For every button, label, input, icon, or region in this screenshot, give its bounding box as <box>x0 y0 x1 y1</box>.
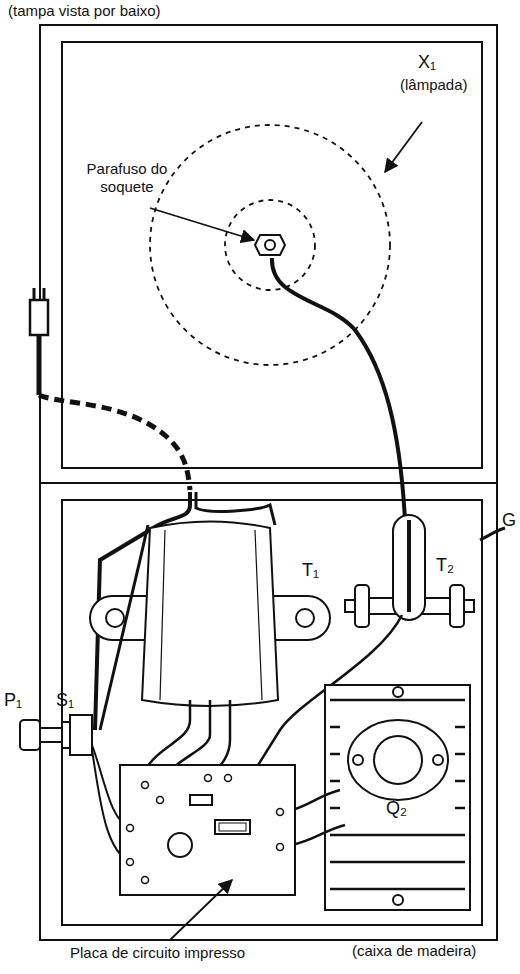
part-name: S₁ <box>56 690 74 712</box>
part-name: (lâmpada) <box>400 76 468 94</box>
pcb-hole <box>142 877 149 884</box>
part-name: P₁ <box>4 690 22 712</box>
transformer-body <box>142 522 278 707</box>
box-outer <box>40 483 497 940</box>
pcb-hole <box>277 809 284 816</box>
switch-s1 <box>70 715 92 755</box>
part-name: Parafuso do soquete <box>72 160 182 196</box>
transistor-q2 <box>348 720 448 800</box>
pcb-hole <box>157 797 164 804</box>
knob-p1 <box>20 720 40 750</box>
g-wire <box>480 528 505 540</box>
lamp-wire <box>272 258 408 605</box>
cord-wire <box>196 492 275 525</box>
socket-screw <box>255 235 285 255</box>
power-cord-hidden <box>39 395 190 490</box>
part-name: T₁ <box>302 560 319 582</box>
t2-coil <box>393 515 425 620</box>
leader-arrow <box>385 122 422 172</box>
pcb-hole <box>225 775 232 782</box>
heatsink <box>325 685 470 910</box>
pcb-hole <box>205 775 212 782</box>
heatsink-fin <box>330 834 465 837</box>
part-name: T₂ <box>436 555 454 577</box>
part-name: X₁ <box>418 52 436 74</box>
header-note: (tampa vista por baixo) <box>8 2 161 20</box>
leader-arrow <box>170 880 232 940</box>
t2-post <box>450 585 464 627</box>
lid-inner <box>62 42 482 468</box>
part-name: G <box>502 510 516 532</box>
heatsink-fin <box>330 888 465 891</box>
pcb-hole <box>127 859 134 866</box>
lid-outer <box>40 25 497 483</box>
part-name: Placa de circuito impresso <box>70 944 245 962</box>
footer-note: (caixa de madeira) <box>352 942 476 960</box>
pcb-hole <box>127 825 134 832</box>
t2-post <box>355 585 369 627</box>
socket-screw-hole <box>265 240 275 250</box>
heatsink-fin <box>330 861 465 864</box>
pcb-hole <box>277 844 284 851</box>
plug <box>30 300 48 335</box>
part-name: Q₂ <box>386 798 407 820</box>
pcb-hole <box>142 782 149 789</box>
socket-outline <box>225 200 315 290</box>
box-inner <box>62 500 482 925</box>
circuit-board <box>120 765 295 895</box>
leader-arrow <box>150 208 254 240</box>
heatsink-fin <box>330 699 465 702</box>
power-cord <box>37 335 42 395</box>
